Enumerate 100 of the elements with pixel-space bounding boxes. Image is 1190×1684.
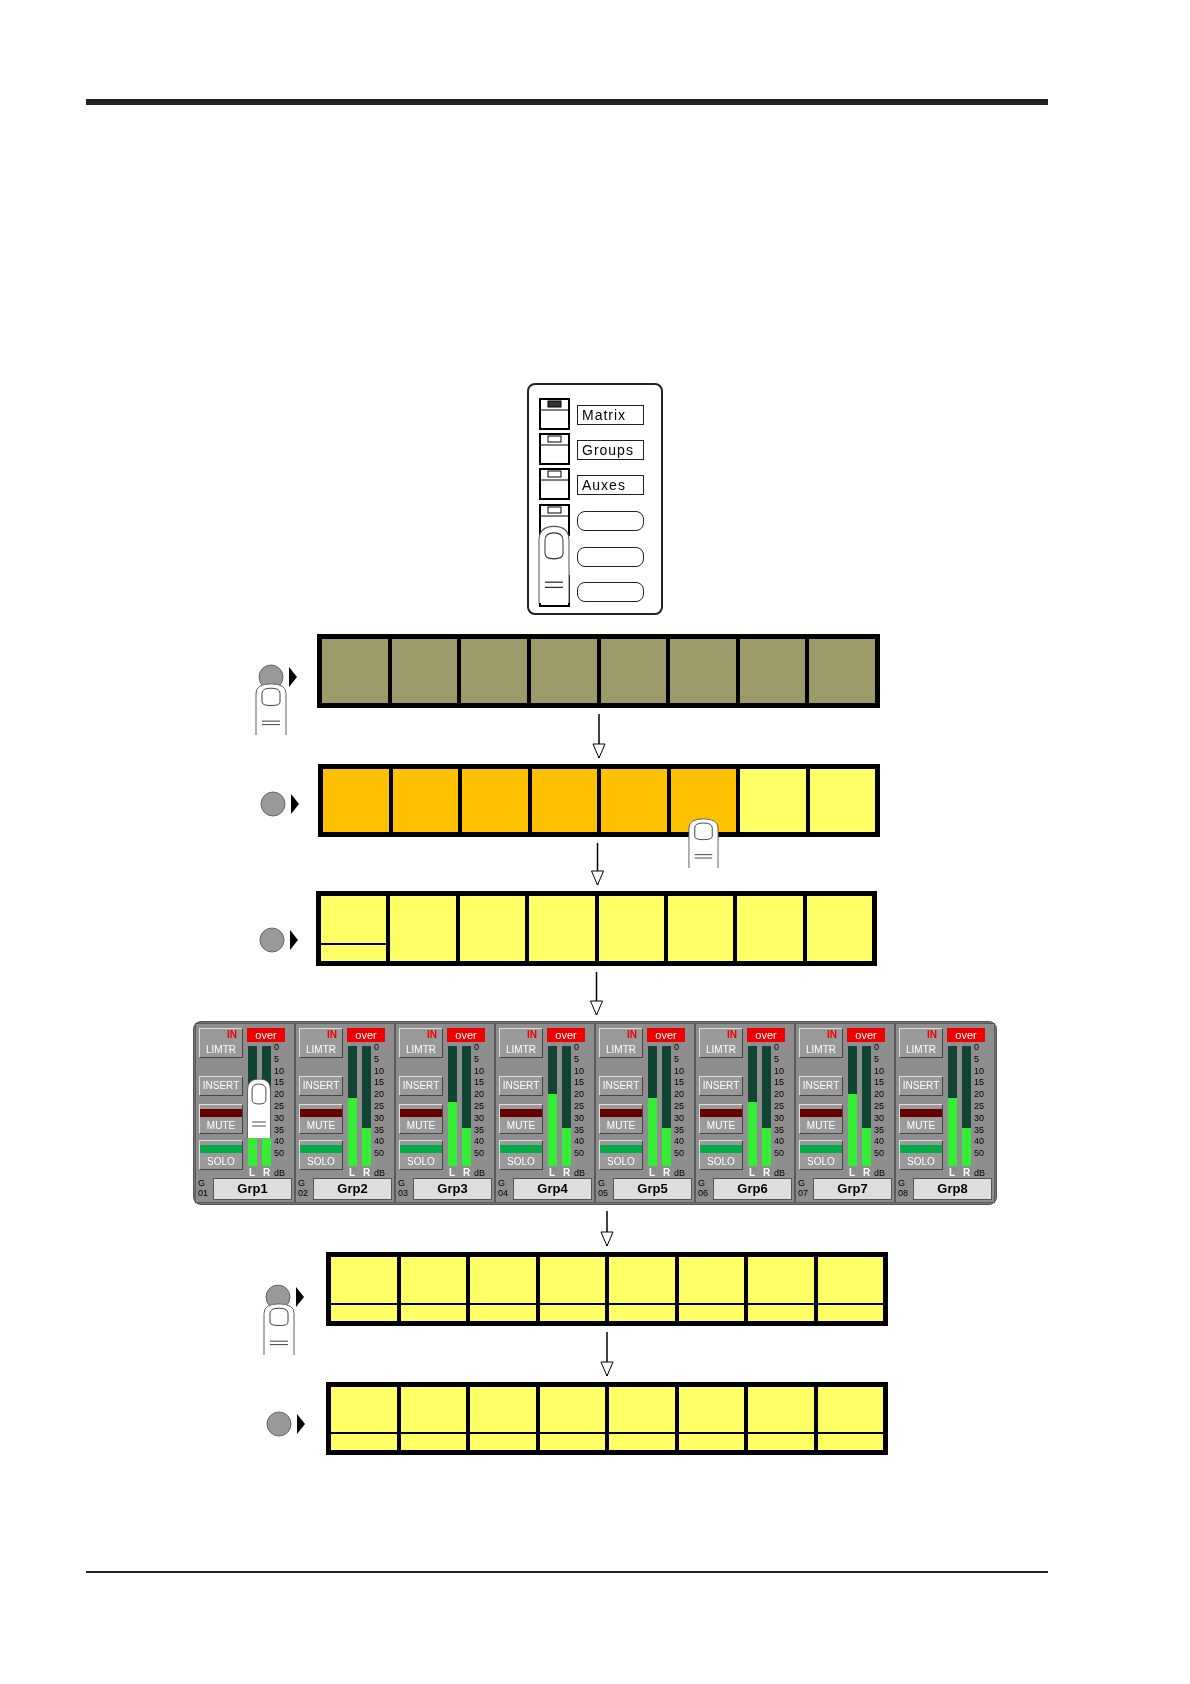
solo-button: SOLO: [299, 1140, 343, 1170]
scale-label: 35: [874, 1125, 884, 1135]
scale-label: 25: [374, 1102, 384, 1111]
mute-button: MUTE: [199, 1104, 243, 1134]
meter-channel-label: R: [763, 1168, 771, 1178]
channel-strip: [195, 1023, 295, 1203]
channel-strip: [895, 1023, 995, 1203]
key-label: Auxes: [577, 475, 644, 495]
scale-label: 0: [874, 1043, 879, 1052]
scale-label: 5: [574, 1054, 579, 1064]
scale-label: 40: [674, 1137, 684, 1147]
scale-label: 25: [674, 1102, 684, 1111]
scale-label: 50: [874, 1149, 884, 1159]
scale-label: 15: [274, 1078, 284, 1088]
group-number: G 01: [198, 1178, 209, 1198]
name-plate: Grp6: [713, 1178, 792, 1200]
scale-label: 10: [874, 1066, 884, 1076]
name-plate: Grp8: [913, 1178, 992, 1200]
channel-strip: [395, 1023, 495, 1203]
in-indicator: IN: [327, 1030, 337, 1040]
scale-label: 35: [674, 1125, 684, 1135]
in-indicator: IN: [827, 1030, 837, 1040]
scale-label: 20: [674, 1090, 684, 1100]
channel-strip: [595, 1023, 695, 1203]
scale-label: 30: [674, 1113, 684, 1123]
in-indicator: IN: [727, 1030, 737, 1040]
mute-button: MUTE: [299, 1104, 343, 1134]
scale-label: 20: [474, 1090, 484, 1100]
insert-button: INSERT: [899, 1076, 943, 1096]
scale-label: 40: [374, 1137, 384, 1147]
scale-label: 10: [774, 1066, 784, 1076]
solo-button: SOLO: [899, 1140, 943, 1170]
group-number: G 02: [298, 1178, 309, 1198]
scale-label: 35: [774, 1125, 784, 1135]
scale-label: 20: [274, 1090, 284, 1100]
insert-button: INSERT: [399, 1076, 443, 1096]
scale-label: dB: [674, 1169, 685, 1178]
solo-button: SOLO: [199, 1140, 243, 1170]
meter-channel-label: L: [349, 1168, 356, 1178]
scale-label: 15: [474, 1078, 484, 1088]
scale-label: 30: [774, 1113, 784, 1123]
mute-button: MUTE: [399, 1104, 443, 1134]
key-label: Matrix: [577, 405, 644, 425]
scale-label: 15: [674, 1078, 684, 1088]
channel-strip: [695, 1023, 795, 1203]
scale-label: 30: [974, 1113, 984, 1123]
over-indicator: over: [847, 1028, 885, 1042]
scale-label: 0: [974, 1043, 979, 1052]
scale-label: 50: [474, 1149, 484, 1159]
in-indicator: IN: [527, 1030, 537, 1040]
scale-label: 35: [374, 1125, 384, 1135]
scale-label: 25: [874, 1102, 884, 1111]
scale-label: 40: [874, 1137, 884, 1147]
in-indicator: IN: [227, 1030, 237, 1040]
scale-label: 20: [874, 1090, 884, 1100]
insert-button: INSERT: [199, 1076, 243, 1096]
scale-label: 20: [774, 1090, 784, 1100]
scale-label: 0: [674, 1043, 679, 1052]
scale-label: dB: [574, 1169, 585, 1178]
over-indicator: over: [547, 1028, 585, 1042]
scale-label: 25: [574, 1102, 584, 1111]
display-bar: [326, 1252, 888, 1326]
scale-label: 25: [474, 1102, 484, 1111]
channel-strip: [495, 1023, 595, 1203]
meter-channel-label: L: [749, 1168, 756, 1178]
meter-channel-label: L: [549, 1168, 556, 1178]
fader-strip-panel: [193, 1021, 997, 1205]
scale-label: 35: [474, 1125, 484, 1135]
scale-label: 10: [274, 1066, 284, 1076]
solo-button: SOLO: [799, 1140, 843, 1170]
scale-label: 35: [274, 1125, 284, 1135]
scale-label: 0: [774, 1043, 779, 1052]
display-bar: [326, 1382, 888, 1455]
down-arrow: [600, 1210, 614, 1247]
scale-label: 10: [974, 1066, 984, 1076]
mute-button: MUTE: [699, 1104, 743, 1134]
mute-button: MUTE: [899, 1104, 943, 1134]
name-plate: Grp2: [313, 1178, 392, 1200]
over-indicator: over: [447, 1028, 485, 1042]
scale-label: dB: [974, 1169, 985, 1178]
name-plate: Grp4: [513, 1178, 592, 1200]
meter-channel-label: R: [563, 1168, 571, 1178]
in-indicator: IN: [427, 1030, 437, 1040]
scale-label: 0: [474, 1043, 479, 1052]
down-arrow: [590, 971, 603, 1016]
scale-label: 40: [574, 1137, 584, 1147]
scale-label: 0: [274, 1043, 279, 1052]
scale-label: 10: [374, 1066, 384, 1076]
scale-label: 50: [974, 1149, 984, 1159]
scale-label: 35: [574, 1125, 584, 1135]
group-number: G 08: [898, 1178, 909, 1198]
over-indicator: over: [247, 1028, 285, 1042]
scale-label: 25: [274, 1102, 284, 1111]
scale-label: 25: [774, 1102, 784, 1111]
display-bar: [317, 634, 880, 708]
over-indicator: over: [947, 1028, 985, 1042]
scale-label: 40: [474, 1137, 484, 1147]
channel-strip: [295, 1023, 395, 1203]
scale-label: 15: [874, 1078, 884, 1088]
down-arrow: [600, 1331, 614, 1377]
